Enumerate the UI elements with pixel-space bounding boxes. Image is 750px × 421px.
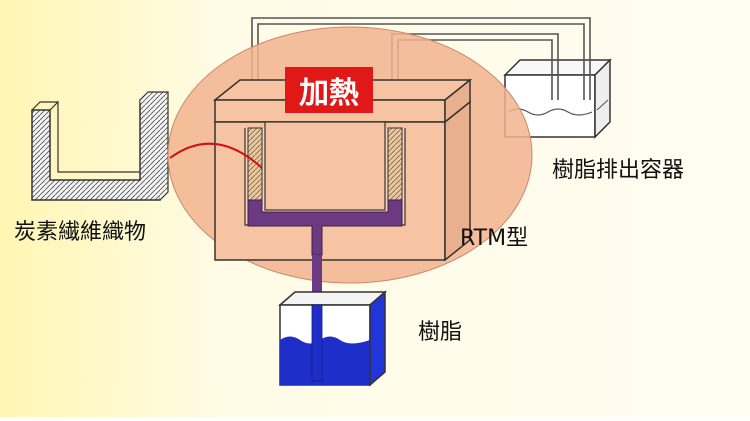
rtm-mold-label: RTM型: [460, 226, 529, 251]
carbon-fabric-illustration: [31, 91, 169, 201]
resin-outlet-container-label: 樹脂排出容器: [552, 158, 685, 183]
resin-label: 樹脂: [418, 320, 463, 345]
fabric-connector-line: [169, 142, 263, 169]
resin-tank-illustration: [277, 290, 388, 387]
heating-label-box: 加熱: [285, 67, 373, 113]
carbon-fabric-label: 炭素繊維織物: [14, 220, 147, 245]
heating-label: 加熱: [299, 76, 359, 111]
